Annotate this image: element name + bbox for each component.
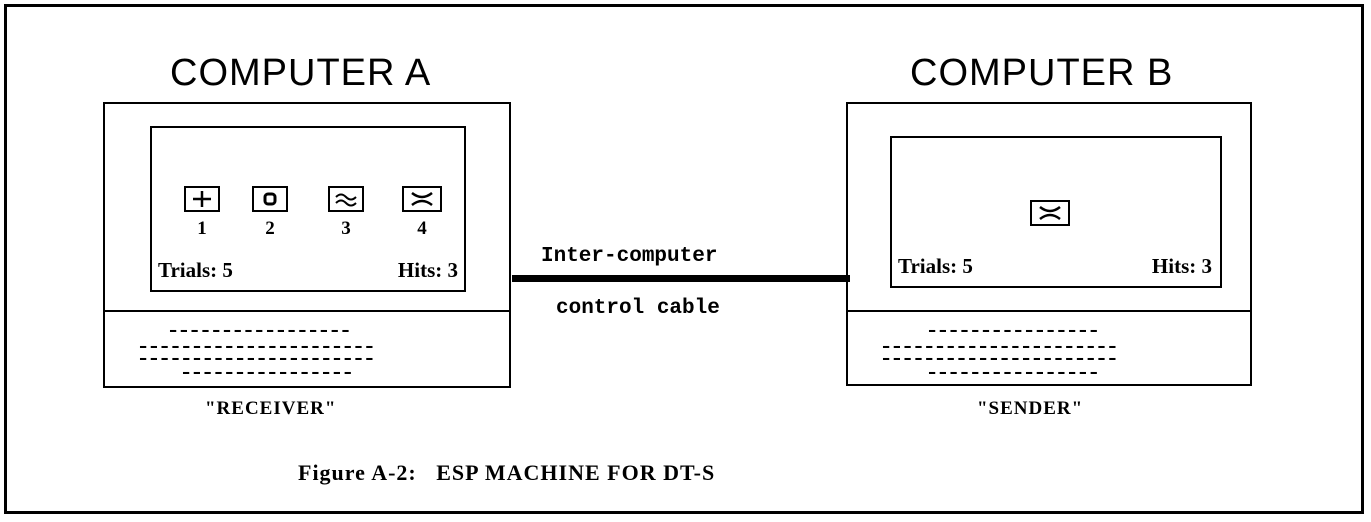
trials-count: Trials: 5 (898, 254, 973, 278)
cable-label-line1: Inter-computer (541, 245, 718, 268)
computer-a-title: COMPUTER A (170, 52, 432, 94)
waves-icon (328, 186, 364, 212)
star-icon (1030, 200, 1070, 226)
computer-b-title: COMPUTER B (910, 52, 1174, 94)
symbol-number: 4 (417, 218, 427, 239)
star-icon (402, 186, 442, 212)
computer-a-monitor: 1 2 3 4 Trials: 5 Hits: 3 --------------… (103, 102, 511, 388)
plus-icon (184, 186, 220, 212)
diagram-frame (4, 4, 1364, 514)
receiver-label: "RECEIVER" (205, 398, 337, 419)
computer-b-monitor: Trials: 5 Hits: 3 ---------------- -----… (846, 102, 1252, 386)
monitor-divider (848, 310, 1250, 312)
trials-count: Trials: 5 (158, 258, 233, 282)
circle-icon (252, 186, 288, 212)
symbol-number: 1 (197, 218, 207, 239)
hits-count: Hits: 3 (397, 258, 458, 282)
symbol-number: 2 (265, 218, 275, 239)
monitor-divider (105, 310, 509, 312)
cable-label-line2: control cable (556, 297, 720, 320)
hits-count: Hits: 3 (1151, 254, 1212, 278)
symbol-number: 3 (341, 218, 351, 239)
control-cable (512, 275, 850, 282)
computer-b-screen: Trials: 5 Hits: 3 (890, 136, 1222, 288)
figure-caption: Figure A-2: ESP MACHINE FOR DT-S (298, 460, 716, 485)
computer-a-screen: 1 2 3 4 Trials: 5 Hits: 3 (150, 126, 466, 292)
sender-label: "SENDER" (977, 398, 1084, 419)
